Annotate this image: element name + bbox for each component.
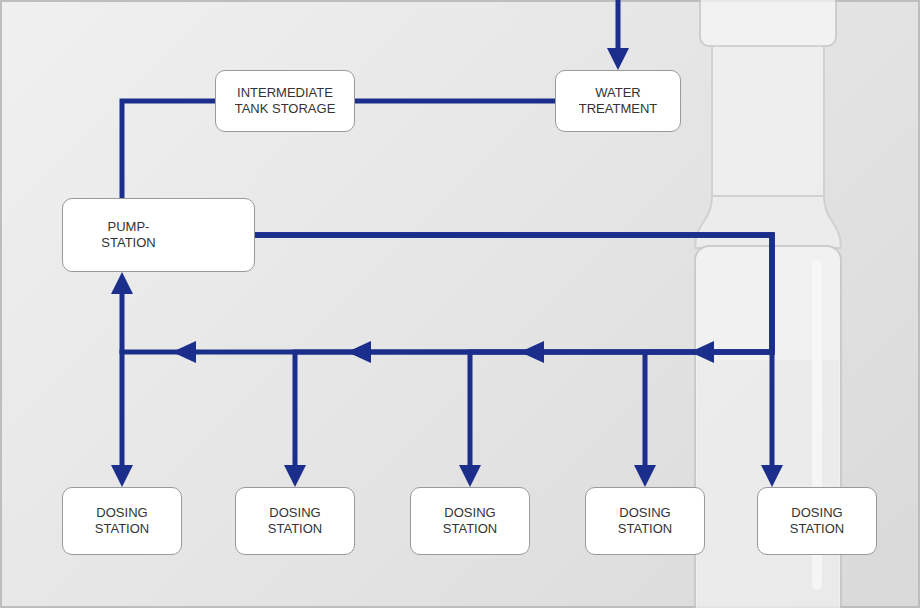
box-label: DOSING STATION <box>769 505 865 537</box>
flow-marks <box>111 0 714 363</box>
process-box: INTERMEDIATE TANK STORAGE <box>215 70 355 132</box>
return-arrowhead <box>111 272 133 294</box>
text-group: DOSING STATION <box>74 505 170 537</box>
vial-neck <box>712 46 824 196</box>
inlet-arrowhead <box>607 48 629 70</box>
text-group: INTERMEDIATE TANK STORAGE <box>226 85 344 117</box>
text-group: PUMP- STATION <box>89 219 169 251</box>
flow-pipe <box>255 235 772 465</box>
box-label: WATER TREATMENT <box>566 85 670 117</box>
text-group: DOSING STATION <box>597 505 693 537</box>
text-group: DOSING STATION <box>247 505 343 537</box>
vial-shoulder <box>695 196 841 248</box>
process-box: DOSING STATION <box>757 487 877 555</box>
box-label: DOSING STATION <box>247 505 343 537</box>
text-group: DOSING STATION <box>422 505 518 537</box>
inlet-line <box>616 0 621 50</box>
process-box: DOSING STATION <box>410 487 530 555</box>
box-label: DOSING STATION <box>422 505 518 537</box>
return-line <box>120 292 125 354</box>
flow-pipe <box>122 101 215 198</box>
flow-pipe <box>255 235 772 465</box>
text-group: WATER TREATMENT <box>566 85 670 117</box>
box-label: PUMP- STATION <box>89 219 169 251</box>
box-label: INTERMEDIATE TANK STORAGE <box>226 85 344 117</box>
flow-pipe <box>255 235 772 465</box>
process-box: DOSING STATION <box>62 487 182 555</box>
vial-lip <box>700 0 836 46</box>
text-group: DOSING STATION <box>769 505 865 537</box>
process-box: DOSING STATION <box>235 487 355 555</box>
flow-pipe <box>255 235 772 465</box>
flow-pipe <box>355 99 555 104</box>
process-box: WATER TREATMENT <box>555 70 681 132</box>
process-box: DOSING STATION <box>585 487 705 555</box>
box-label: DOSING STATION <box>74 505 170 537</box>
box-label: DOSING STATION <box>597 505 693 537</box>
process-box: PUMP- STATION <box>62 198 255 272</box>
